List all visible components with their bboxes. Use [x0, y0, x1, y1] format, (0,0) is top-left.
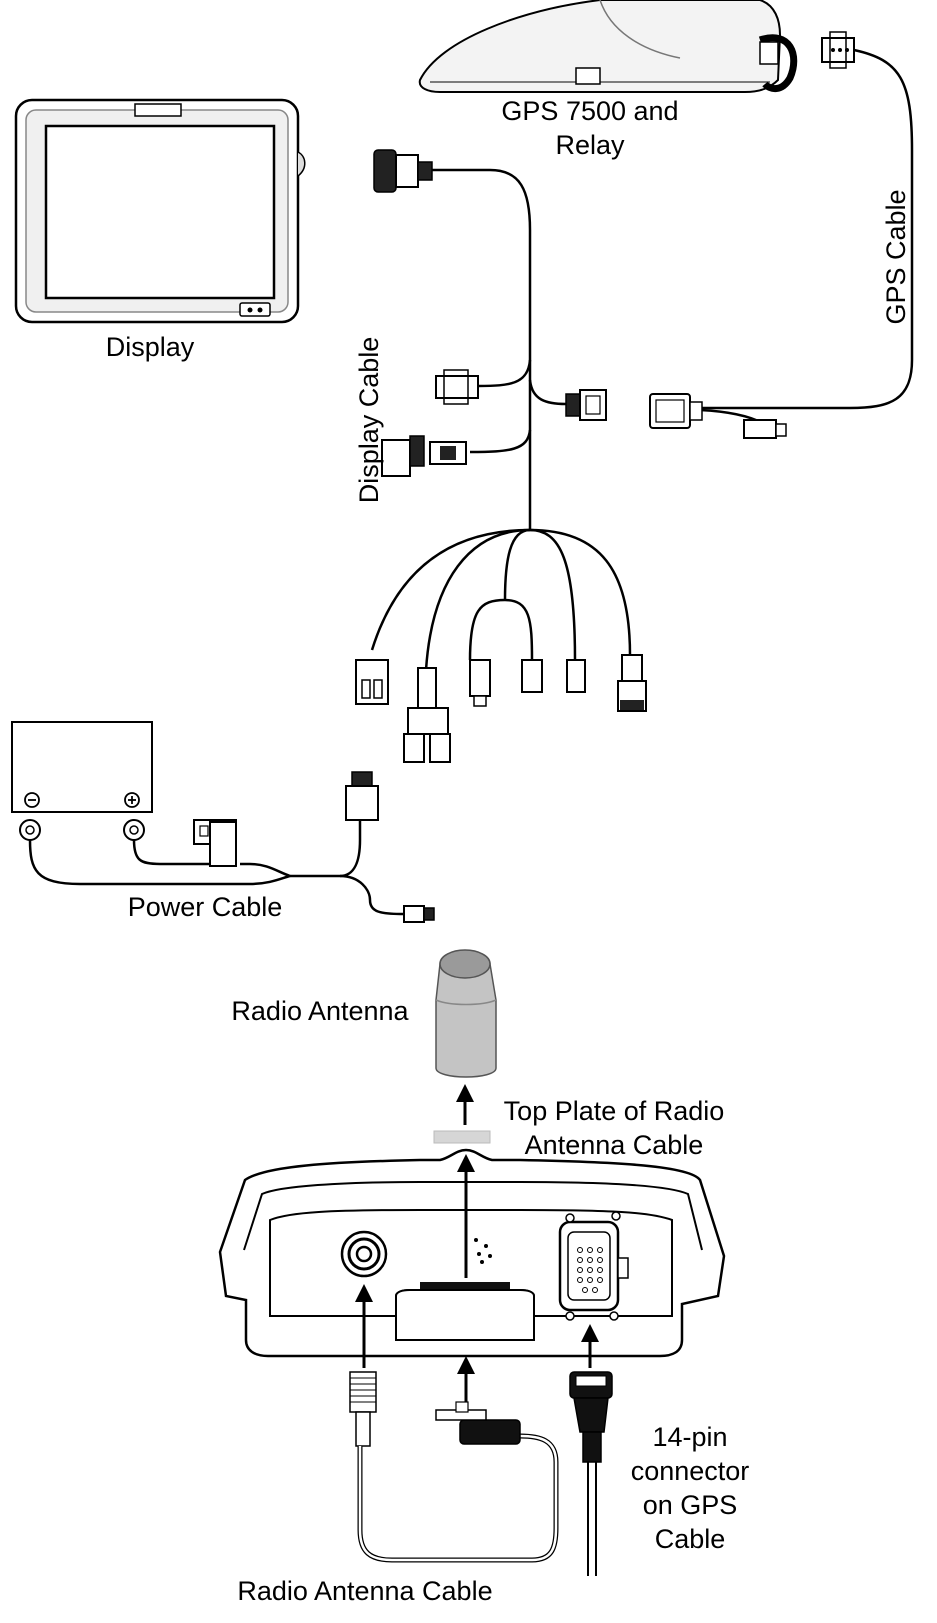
fourteen-pin-port: [558, 1211, 629, 1321]
receiver-port-panel: [218, 1148, 726, 1358]
arrow-plate-connector-up: [457, 1356, 475, 1402]
arrow-top-plate-up: [457, 1154, 475, 1278]
pin-connector-label-line2: connector: [630, 1456, 750, 1486]
top-plate-connector: [435, 1401, 521, 1445]
power-cable-label: Power Cable: [127, 892, 283, 922]
power-cable-line: [28, 820, 405, 916]
gps-7500-receiver: [418, 0, 798, 93]
battery: [11, 721, 153, 813]
top-plate-label-line1: Top Plate of Radio: [503, 1096, 725, 1126]
power-small-connector: [403, 905, 435, 923]
gps-cable-small-connector: [743, 419, 787, 439]
display-main-plug: [373, 149, 433, 193]
display-unit: [14, 98, 306, 324]
gps-cable-line: [700, 48, 914, 410]
display-cable-harness: [370, 168, 632, 671]
harness-db-connector: [565, 389, 607, 421]
gps-cable-db-connector: [649, 393, 703, 429]
pin-connector-label-line1: 14-pin: [652, 1422, 728, 1452]
top-plate-label-line2: Antenna Cable: [524, 1130, 704, 1160]
arrow-14pin-up: [581, 1324, 599, 1368]
antenna-port-coax: [340, 1230, 388, 1278]
arrow-coax-up: [355, 1284, 373, 1368]
top-plate: [433, 1130, 491, 1144]
display-label: Display: [105, 332, 195, 362]
fourteen-pin-cable-connector: [569, 1371, 613, 1576]
gps-relay-label-line1: GPS 7500 and: [501, 96, 679, 126]
radio-antenna-cable-label: Radio Antenna Cable: [237, 1576, 493, 1606]
radio-antenna-cable-line: [357, 1433, 559, 1563]
radio-antenna-cable-connector: [349, 1371, 377, 1447]
radio-antenna-label: Radio Antenna: [231, 996, 409, 1026]
battery-terminals: [19, 819, 145, 841]
power-top-connector: [345, 771, 379, 821]
pin-connector-label-line4: Cable: [654, 1524, 726, 1554]
display-cable-label: Display Cable: [354, 336, 384, 504]
arrow-to-antenna: [456, 1084, 474, 1125]
pin-connector-label-line3: on GPS: [642, 1490, 738, 1520]
gps-cable-label: GPS Cable: [881, 189, 911, 325]
relay-connector: [821, 31, 855, 69]
harness-connector-2: [381, 435, 467, 477]
power-fuse-holder: [193, 819, 237, 867]
radio-antenna: [435, 949, 497, 1078]
gps-relay-label-line2: Relay: [555, 130, 625, 160]
harness-connector-1: [435, 369, 479, 405]
harness-bottom-connectors: [355, 654, 647, 763]
